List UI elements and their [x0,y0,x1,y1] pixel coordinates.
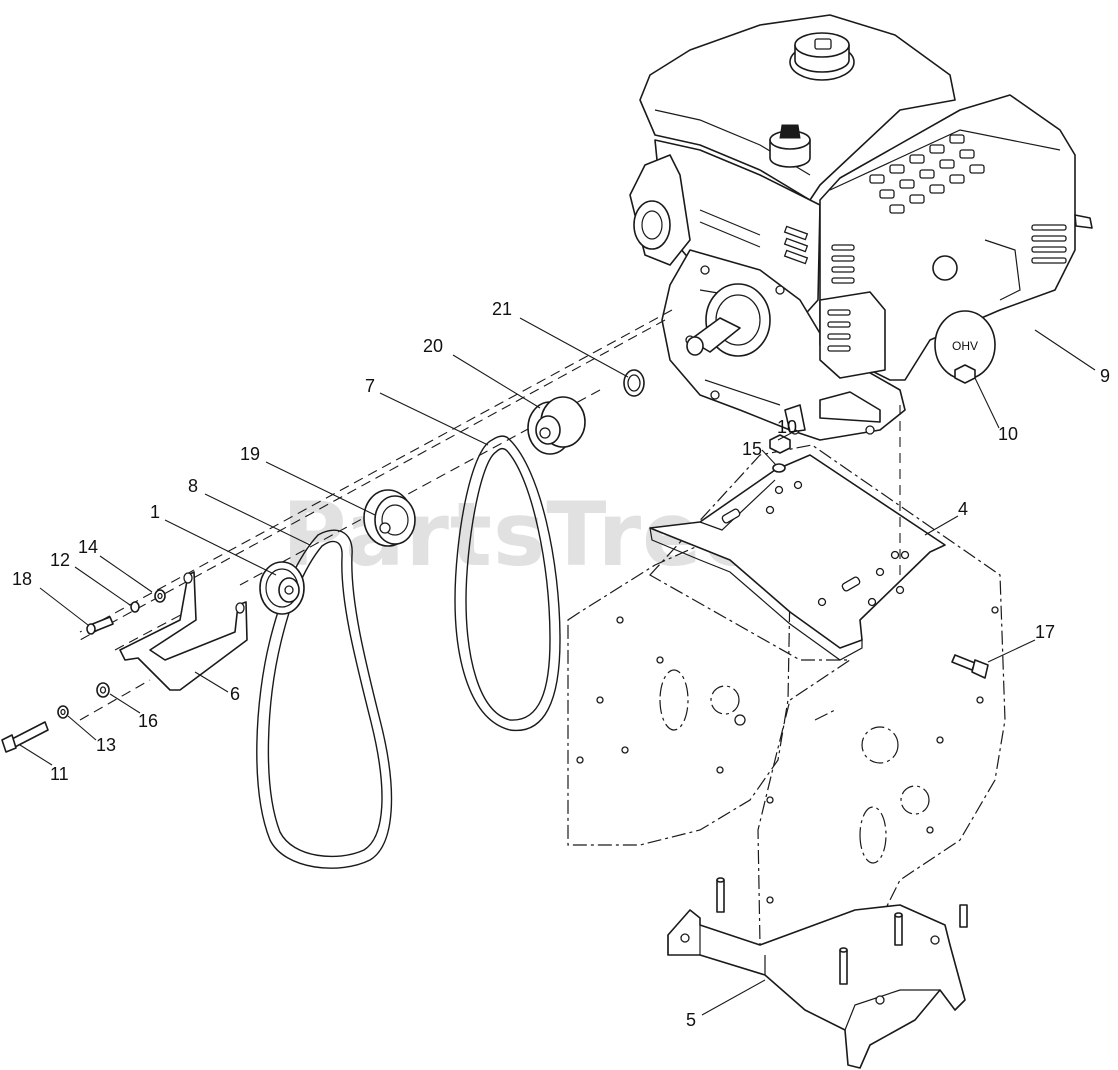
callout-17: 17 [1035,622,1055,642]
pulley-19 [363,489,416,547]
pulley-1 [259,561,305,615]
callout-16: 16 [138,711,158,731]
callout-12: 12 [50,550,70,570]
callout-6: 6 [230,684,240,704]
callout-18: 18 [12,569,32,589]
callout-8: 8 [188,476,198,496]
callout-19: 19 [240,444,260,464]
callout-4: 4 [958,499,968,519]
hardware [1,364,989,753]
callout-1: 1 [150,502,160,522]
callout-13: 13 [96,735,116,755]
leader-lines [19,317,1096,1016]
callout-10-top: 10 [777,417,797,437]
callout-14: 14 [78,537,98,557]
callout-10-right: 10 [998,424,1018,444]
engine: OHV [629,14,1093,441]
callout-5: 5 [686,1010,696,1030]
callout-9: 9 [1100,366,1110,386]
belt-8 [256,529,393,869]
callout-15: 15 [742,439,762,459]
callout-11: 11 [50,764,69,784]
callout-20: 20 [423,336,443,356]
washer-21 [623,369,645,397]
pulley-20 [527,396,586,455]
belt-7 [454,435,561,732]
ohv-badge: OHV [952,339,978,353]
callout-7: 7 [365,376,375,396]
idler-bracket-6 [119,571,248,691]
cooling-grille [869,134,985,214]
base-frame [667,877,968,1069]
callout-21: 21 [492,299,512,319]
callouts: 21 20 7 19 8 1 14 12 18 6 16 13 11 9 10 … [12,299,1110,1030]
